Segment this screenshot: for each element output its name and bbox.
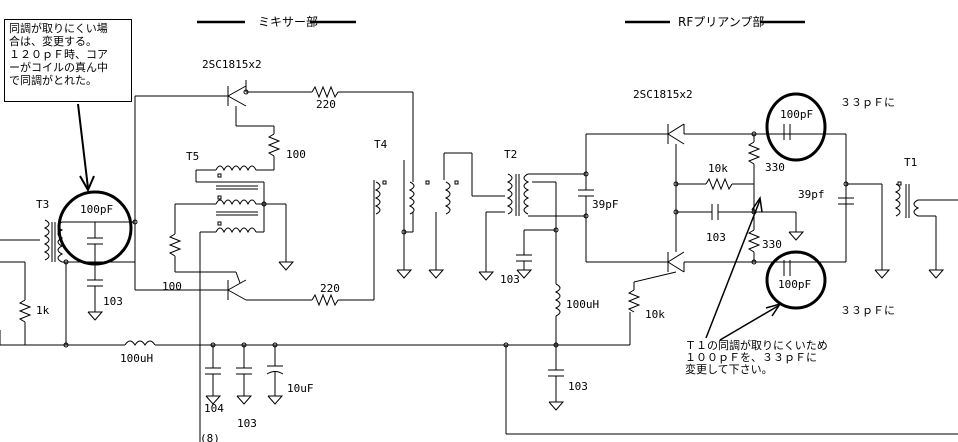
label-c-10uF: 10uF [287, 382, 314, 395]
note-tuning-t1: Ｔ１の同調が取りにくいため １００ｐＦを、３３ｐＦに 変更して下さい。 [685, 340, 828, 376]
label-c-103-t2: 103 [500, 273, 520, 286]
label-r-10k-low: 10k [645, 308, 665, 321]
label-rf-transistor: 2SC1815x2 [633, 88, 693, 101]
header-rf-preamp: RFプリアンプ部 [678, 14, 764, 29]
note-line: Ｔ１の同調が取りにくいため [685, 339, 828, 352]
label-c-39pF-mid: 39pF [592, 198, 619, 211]
label-T3: T3 [36, 198, 49, 211]
note-line: １００ｐＦを、３３ｐＦに [685, 351, 817, 364]
note-line: １２０ｐＦ時、コア [9, 48, 108, 61]
label-c-100pF-bottom: 100pF [778, 278, 811, 291]
highlight-circle-top [765, 92, 827, 162]
note-tuning-t3: 同調が取りにくい場 合は、変更する。 １２０ｐＦ時、コア ーがコイルの真ん中 で… [4, 19, 132, 102]
note-line: で同調がとれた。 [9, 74, 97, 87]
wiring [0, 80, 958, 442]
label-T1: T1 [904, 156, 917, 169]
highlight-circle-t3 [57, 190, 133, 266]
label-r-330-bottom: 330 [762, 238, 782, 251]
label-l-100uH-left: 100uH [120, 352, 153, 365]
annotation-arrows [77, 103, 782, 341]
label-r-220-top: 220 [316, 98, 336, 111]
label-c-103-bottom: 103 [568, 380, 588, 393]
label-change-33pF-top: ３３ｐＦに [840, 96, 895, 109]
label-c-104: 104 [204, 402, 224, 415]
label-c-103-bottom2: 103 [237, 417, 257, 430]
note-line: 同調が取りにくい場 [9, 22, 108, 35]
label-T2: T2 [504, 148, 517, 161]
label-r-220-bottom: 220 [320, 282, 340, 295]
label-r-10k-mid: 10k [708, 162, 728, 175]
label-mixer-transistor: 2SC1815x2 [202, 58, 262, 71]
label-c-100pF-t3: 100pF [80, 203, 113, 216]
label-r-1k: 1k [36, 304, 50, 317]
label-r-100-left: 100 [162, 280, 182, 293]
header-mixer: ミキサー部 [258, 14, 318, 29]
label-c-100pF-top: 100pF [780, 108, 813, 121]
highlight-circle-bottom [765, 250, 827, 310]
label-c-39pf-right: 39pf [798, 188, 825, 201]
label-edge: (8) [200, 432, 220, 442]
label-c-103-rf: 103 [706, 231, 726, 244]
label-r-330-top: 330 [765, 161, 785, 174]
label-r-100-top: 100 [286, 148, 306, 161]
note-line: 合は、変更する。 [9, 35, 97, 48]
note-line: ーがコイルの真ん中 [9, 61, 108, 74]
label-change-33pF-bottom: ３３ｐＦに [840, 304, 895, 317]
note-line: 変更して下さい。 [685, 363, 773, 376]
label-c-103-left: 103 [103, 295, 123, 308]
label-l-100uH-mid: 100uH [566, 298, 599, 311]
label-T5: T5 [186, 150, 199, 163]
label-T4: T4 [374, 138, 388, 151]
